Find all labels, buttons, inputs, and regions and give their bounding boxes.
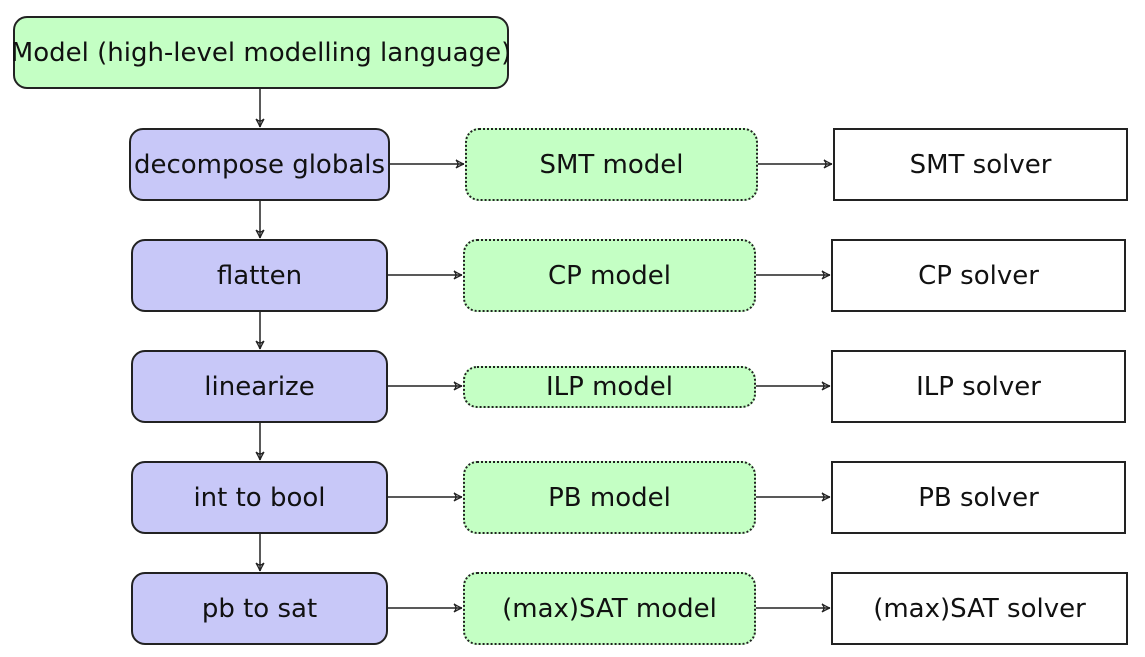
step-pb-to-sat: pb to sat [131,572,388,645]
target-pb-model: PB model [463,461,756,534]
step-flatten: flatten [131,239,388,312]
step-label: pb to sat [201,593,318,624]
solver-label: (max)SAT solver [873,593,1086,624]
model-node: Model (high-level modelling language) [10,16,512,89]
step-label: decompose globals [133,149,386,180]
solver-cp: CP solver [831,239,1126,312]
target-cp-model: CP model [463,239,756,312]
target-ilp-model: ILP model [463,366,756,408]
solver-ilp: ILP solver [831,350,1126,423]
step-label: linearize [204,371,315,402]
step-decompose-globals: decompose globals [129,128,390,201]
solver-label: PB solver [918,482,1039,513]
target-maxsat-model: (max)SAT model [463,572,756,645]
target-label: ILP model [545,372,674,402]
model-node-label: Model (high-level modelling language) [10,37,512,68]
solver-smt: SMT solver [833,128,1128,201]
solver-label: CP solver [918,260,1039,291]
solver-label: ILP solver [916,371,1041,402]
step-int-to-bool: int to bool [131,461,388,534]
step-label: int to bool [193,482,326,513]
step-linearize: linearize [131,350,388,423]
solver-label: SMT solver [909,149,1052,180]
target-label: (max)SAT model [502,593,717,624]
target-label: CP model [547,260,672,291]
step-label: flatten [216,260,303,291]
solver-pb: PB solver [831,461,1126,534]
solver-maxsat: (max)SAT solver [831,572,1128,645]
target-label: PB model [548,482,671,513]
target-smt-model: SMT model [465,128,758,201]
target-label: SMT model [539,149,684,180]
